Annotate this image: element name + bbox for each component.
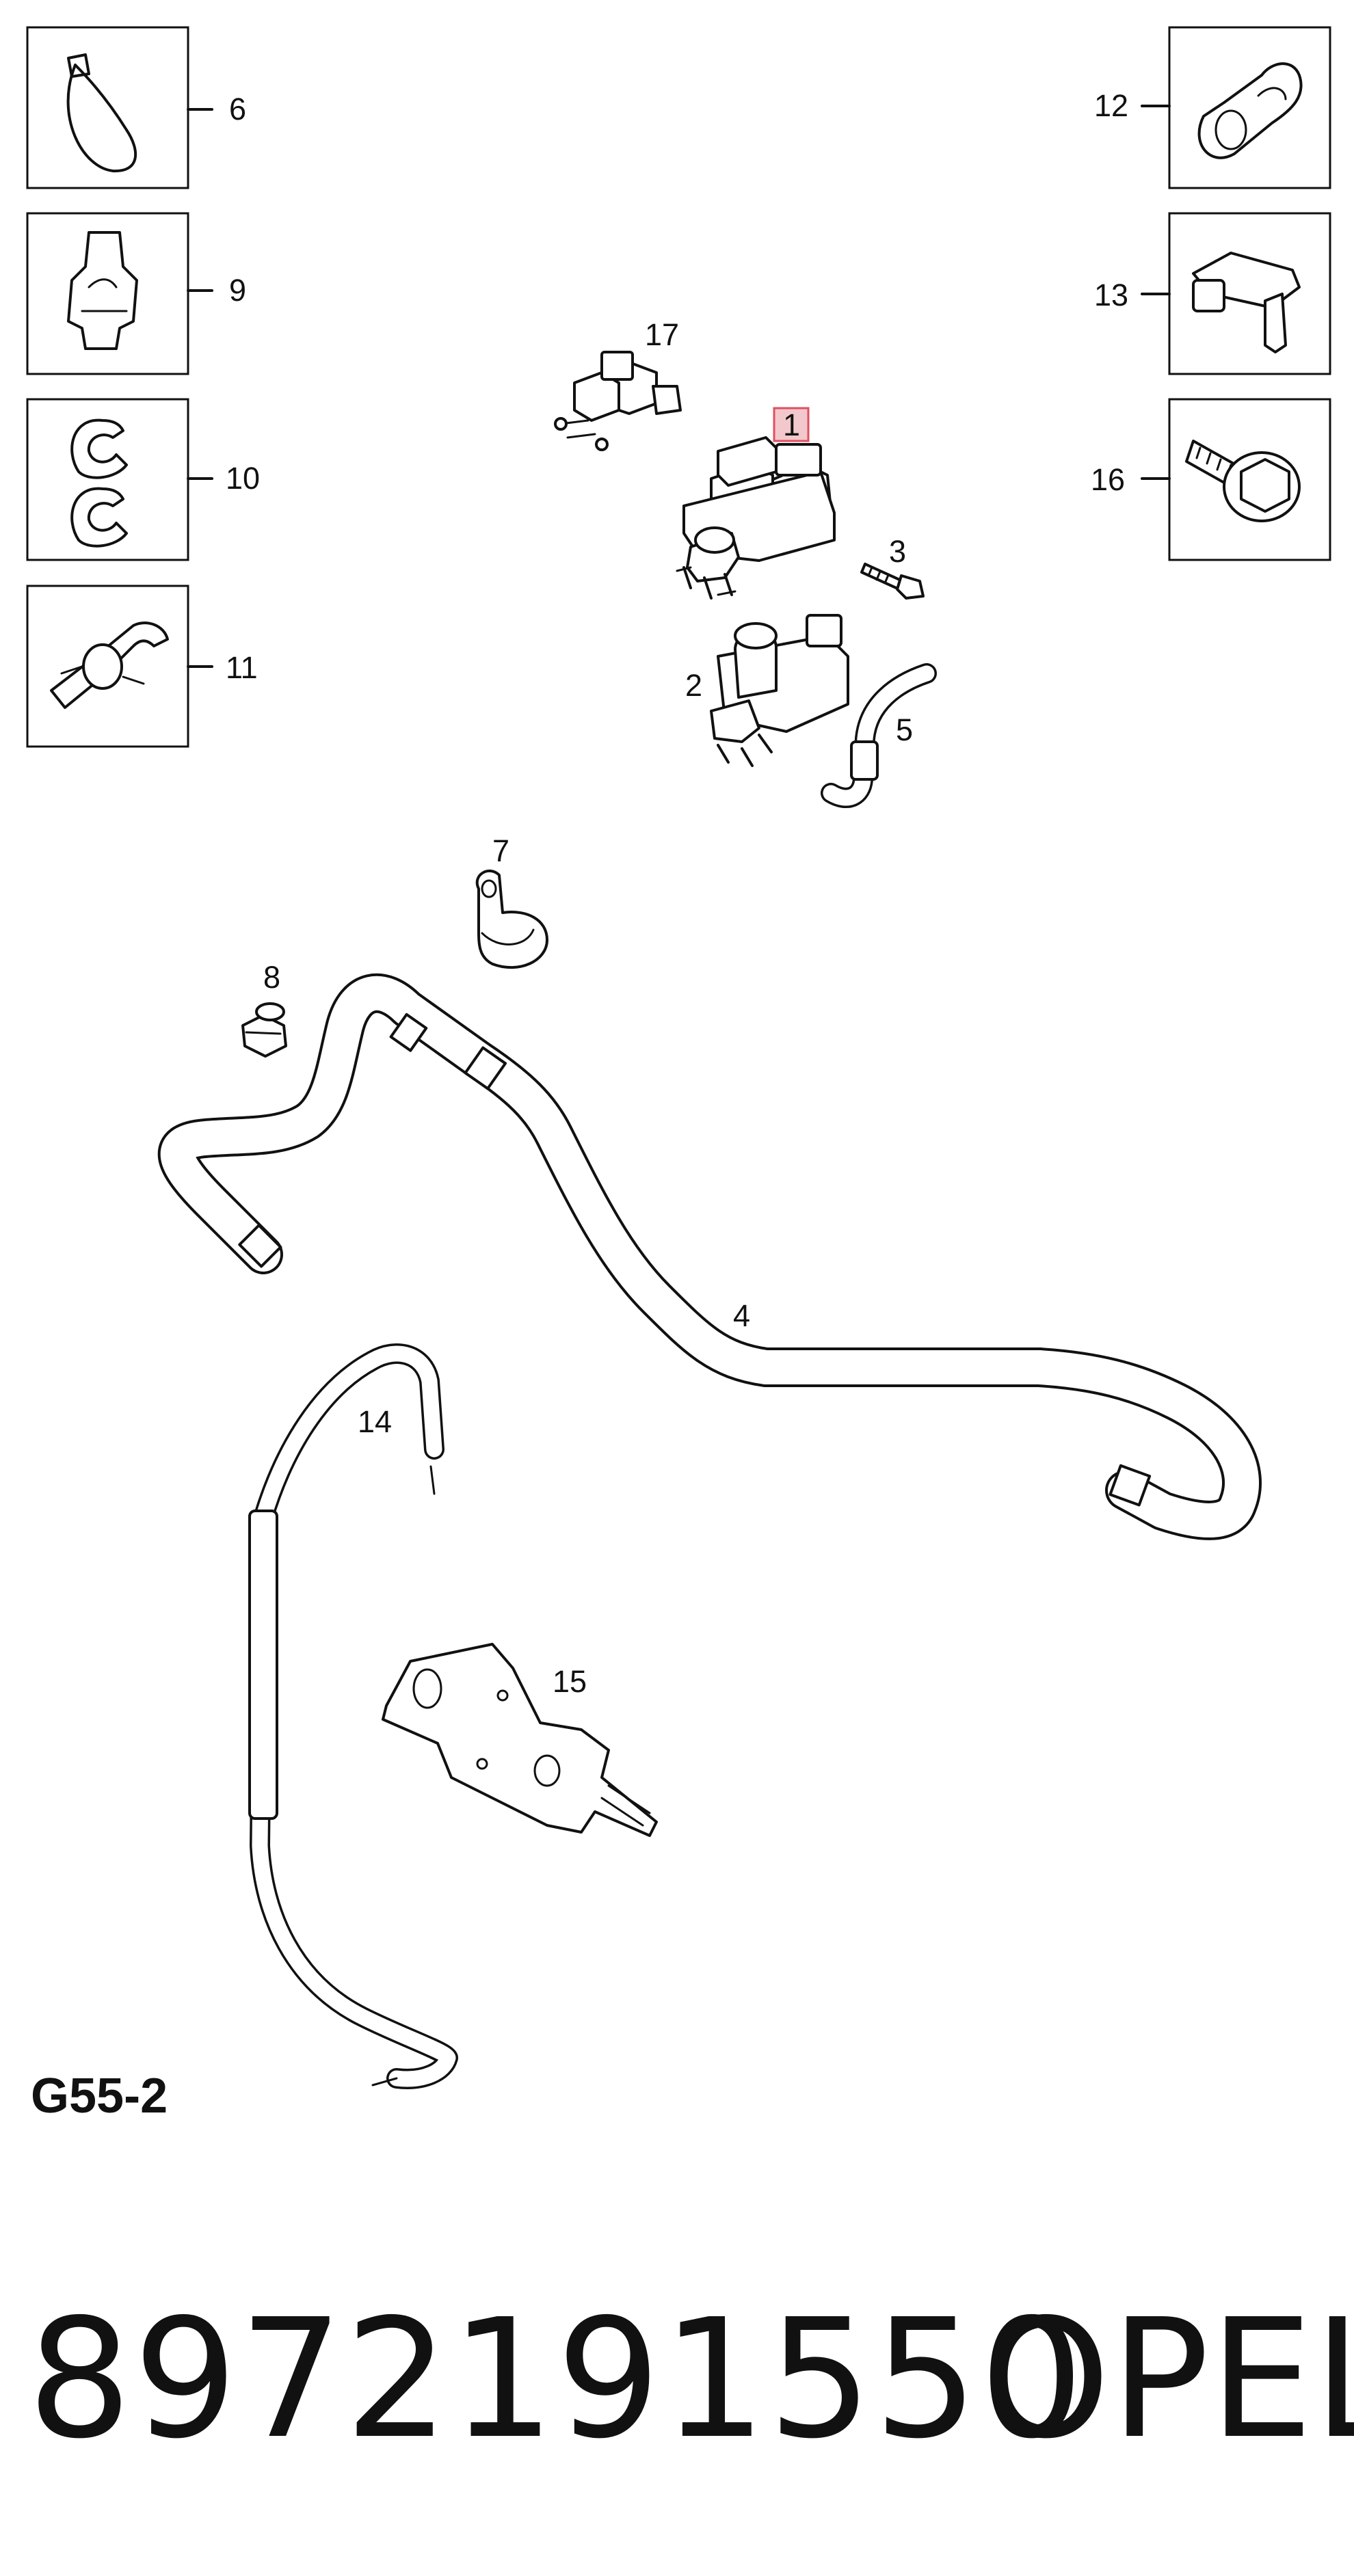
- callout-11: 11: [226, 650, 258, 685]
- callout-4: 4: [733, 1298, 750, 1333]
- part-14-vacuum-hose[interactable]: [248, 1343, 458, 2089]
- part-11-pipe-clip[interactable]: [26, 585, 213, 748]
- callout-12: 12: [1094, 88, 1128, 123]
- part-15-mounting-bracket[interactable]: [382, 1643, 658, 1837]
- part-3-bolt[interactable]: [860, 563, 925, 600]
- part-9-hose-clip[interactable]: [26, 212, 213, 375]
- part-12-pipe-clamp[interactable]: [1141, 26, 1331, 189]
- part-16-flange-bolt[interactable]: [1141, 398, 1331, 561]
- part-6-cable-tie[interactable]: [26, 26, 213, 189]
- callout-2: 2: [685, 668, 702, 703]
- part-10-double-hose-clip[interactable]: [26, 398, 213, 561]
- callout-1-highlight: [773, 407, 810, 442]
- part-1-vacuum-modulator-valve[interactable]: [676, 436, 836, 600]
- callout-16: 16: [1091, 462, 1125, 497]
- part-17-solenoid-valve[interactable]: [554, 351, 682, 451]
- callout-13: 13: [1094, 278, 1128, 312]
- callout-3: 3: [889, 534, 906, 569]
- part-13-connector-clip[interactable]: [1141, 212, 1331, 375]
- brand-name: OPEL: [981, 2283, 1354, 2475]
- part-5-hose[interactable]: [821, 663, 937, 808]
- callout-10: 10: [226, 461, 260, 496]
- callout-1: 1: [783, 407, 800, 442]
- part-2-solenoid-valve[interactable]: [710, 614, 849, 767]
- callout-15: 15: [553, 1664, 587, 1699]
- callout-8: 8: [263, 960, 280, 995]
- callout-14: 14: [358, 1404, 392, 1439]
- part-number: 8972191550: [27, 2283, 1085, 2475]
- part-4-vacuum-pipe[interactable]: [157, 973, 1262, 1540]
- diagram-code: G55-2: [31, 2069, 168, 2123]
- callout-5: 5: [896, 712, 913, 747]
- callout-7: 7: [492, 833, 509, 868]
- callout-9: 9: [229, 273, 246, 308]
- part-7-p-clamp[interactable]: [475, 870, 548, 969]
- callout-17: 17: [645, 317, 679, 352]
- part-8-nut[interactable]: [241, 1002, 287, 1058]
- callout-6: 6: [229, 92, 246, 126]
